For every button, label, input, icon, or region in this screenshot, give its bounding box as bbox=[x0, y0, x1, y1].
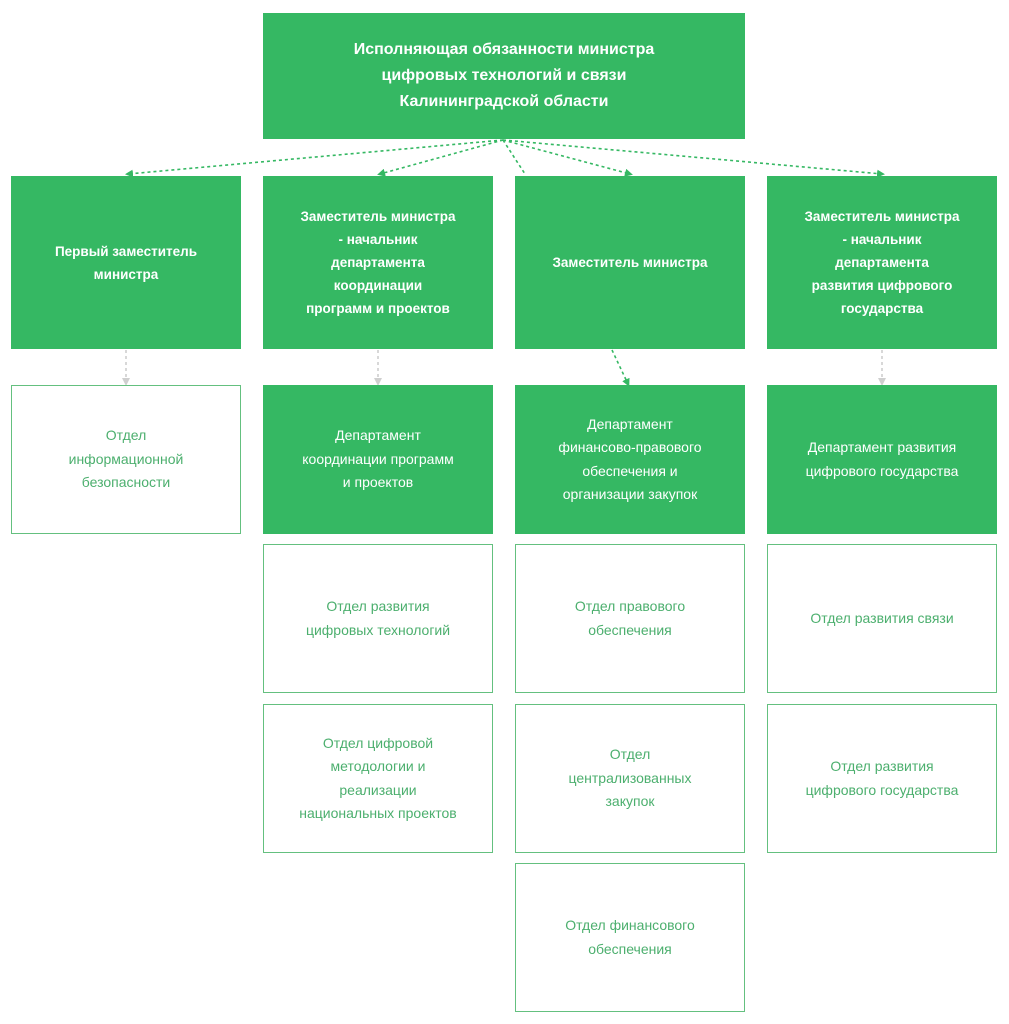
head-box: Исполняющая обязанности министра цифровы… bbox=[263, 13, 745, 139]
deputy-title: Заместитель министра bbox=[552, 255, 708, 270]
digital-tech-unit-label: Отдел развития цифровых технологий bbox=[305, 598, 451, 638]
digital-state-dept-label: Департамент развития цифрового государст… bbox=[805, 439, 959, 479]
first-deputy-title: Первый заместитель министра bbox=[54, 243, 198, 282]
financial-unit-label: Отдел финансового обеспечения bbox=[565, 917, 695, 957]
digital-state-unit-box: Отдел развития цифрового государства bbox=[767, 704, 997, 853]
digital-state-deputy-box: Заместитель министра - начальник департа… bbox=[767, 176, 997, 349]
coordination-dept-label: Департамент координации программ и проек… bbox=[302, 427, 454, 491]
digital-tech-unit-box: Отдел развития цифровых технологий bbox=[263, 544, 493, 693]
procurement-unit-box: Отдел централизованных закупок bbox=[515, 704, 745, 853]
security-dept-label: Отдел информационной безопасности bbox=[68, 427, 184, 491]
coordination-deputy-box: Заместитель министра - начальник департа… bbox=[263, 176, 493, 349]
digital-state-dept-box: Департамент развития цифрового государст… bbox=[767, 385, 997, 534]
methodology-unit-box: Отдел цифровой методологии и реализации … bbox=[263, 704, 493, 853]
communications-unit-box: Отдел развития связи bbox=[767, 544, 997, 693]
communications-unit-label: Отдел развития связи bbox=[810, 609, 954, 626]
connector-deputy-to-finance-dept bbox=[611, 349, 630, 387]
coordination-dept-box: Департамент координации программ и проек… bbox=[263, 385, 493, 534]
connector-head-to-digital-state-deputy bbox=[502, 139, 885, 178]
digital-state-unit-label: Отдел развития цифрового государства bbox=[805, 758, 959, 798]
first-deputy-box: Первый заместитель министра bbox=[11, 176, 241, 349]
digital-state-deputy-title: Заместитель министра - начальник департа… bbox=[804, 209, 960, 316]
connector-head-to-deputy bbox=[502, 139, 633, 177]
finance-legal-dept-box: Департамент финансово-правового обеспече… bbox=[515, 385, 745, 534]
legal-unit-label: Отдел правового обеспечения bbox=[574, 598, 686, 638]
connector-head-to-first-deputy bbox=[125, 139, 504, 178]
deputy-box: Заместитель министра bbox=[515, 176, 745, 349]
financial-unit-box: Отдел финансового обеспечения bbox=[515, 863, 745, 1012]
coordination-deputy-title: Заместитель министра - начальник департа… bbox=[300, 209, 456, 316]
finance-legal-dept-label: Департамент финансово-правового обеспече… bbox=[558, 415, 702, 503]
head-title: Исполняющая обязанности министра цифровы… bbox=[353, 41, 655, 110]
methodology-unit-label: Отдел цифровой методологии и реализации … bbox=[299, 734, 457, 822]
security-dept-box: Отдел информационной безопасности bbox=[11, 385, 241, 534]
legal-unit-box: Отдел правового обеспечения bbox=[515, 544, 745, 693]
procurement-unit-label: Отдел централизованных закупок bbox=[568, 746, 692, 810]
connector-head-to-finance-dept bbox=[502, 139, 526, 175]
